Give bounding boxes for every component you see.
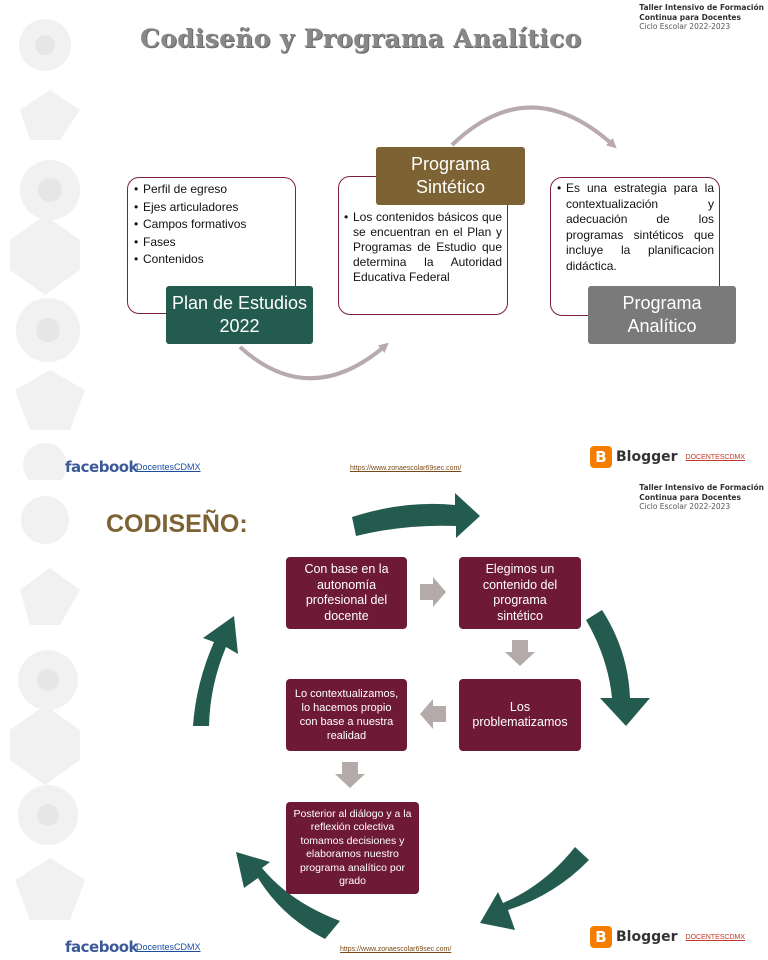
slide1-title: Codiseño y Programa Analítico (140, 24, 582, 53)
curved-arrow-icon (586, 610, 650, 726)
facebook-link[interactable]: DocentesCDMX (136, 942, 201, 952)
blogger-link[interactable]: DOCENTESCDMX (685, 933, 746, 941)
decorative-pattern-icon (10, 496, 85, 920)
list-item: Perfil de egreso (134, 181, 291, 199)
website-link[interactable]: https://www.zonaescolar69sec.com/ (340, 946, 452, 953)
website-link[interactable]: https://www.zonaescolar69sec.com/ (350, 465, 462, 472)
step-contextualizamos: Lo contextualizamos, lo hacemos propio c… (286, 679, 407, 751)
list-item: Ejes articuladores (134, 199, 291, 217)
plan-items-list: Perfil de egreso Ejes articuladores Camp… (134, 181, 291, 269)
facebook-logo-icon: facebook (65, 938, 139, 956)
block-arrow-icon (420, 699, 446, 729)
slide-codiseno-ciclo: Taller Intensivo de Formación Continua p… (0, 480, 768, 960)
step-problematizamos: Los problematizamos (459, 679, 581, 751)
event-badge: Taller Intensivo de Formación Continua p… (639, 3, 764, 32)
blogger-icon: B (590, 926, 612, 948)
list-item: Contenidos (134, 251, 291, 269)
list-item: Campos formativos (134, 216, 291, 234)
programa-analitico-label: Programa Analítico (588, 286, 736, 344)
facebook-logo-icon: facebook (65, 458, 139, 476)
blogger-link[interactable]: DOCENTESCDMX (685, 453, 746, 461)
decorative-pattern-icon (10, 19, 85, 480)
programa-sintetico-label: Programa Sintético (376, 147, 525, 205)
plan-estudios-label: Plan de Estudios 2022 (166, 286, 313, 344)
blogger-icon: B (590, 446, 612, 468)
badge-line-2: Continua para Docentes (639, 492, 741, 502)
curved-arrow-icon (352, 493, 480, 538)
step-programa-analitico: Posterior al diálogo y a la reflexión co… (286, 802, 419, 894)
sintetico-description: Los contenidos básicos que se encuentran… (344, 210, 502, 285)
blogger-brand: B Blogger DOCENTESCDMX (590, 926, 745, 948)
badge-line-1: Taller Intensivo de Formación (639, 483, 764, 492)
badge-line-3: Ciclo Escolar 2022-2023 (639, 22, 731, 31)
analitico-description: Es una estrategia para la contextualizac… (557, 181, 714, 274)
badge-line-3: Ciclo Escolar 2022-2023 (639, 502, 731, 511)
slide2-title: CODISEÑO: (106, 510, 248, 538)
curved-arrow-icon (450, 105, 617, 149)
curved-arrow-icon (480, 847, 589, 930)
badge-line-1: Taller Intensivo de Formación (639, 3, 764, 12)
curved-arrow-icon (193, 616, 238, 726)
event-badge: Taller Intensivo de Formación Continua p… (639, 483, 764, 512)
cycle-arrows (193, 493, 650, 939)
curved-arrow-icon (236, 852, 340, 939)
curved-arrow-icon (238, 342, 389, 381)
facebook-link[interactable]: DocentesCDMX (136, 462, 201, 472)
block-arrow-icon (335, 762, 365, 788)
slide-codiseno-programa-analitico: Taller Intensivo de Formación Continua p… (0, 0, 768, 480)
list-item: Fases (134, 234, 291, 252)
step-autonomia: Con base en la autonomía profesional del… (286, 557, 407, 629)
blogger-name: Blogger (616, 449, 678, 465)
blogger-name: Blogger (616, 929, 678, 945)
badge-line-2: Continua para Docentes (639, 12, 741, 22)
blogger-brand: B Blogger DOCENTESCDMX (590, 446, 745, 468)
flow-arrows (238, 105, 617, 381)
step-elegimos-contenido: Elegimos un contenido del programa sinté… (459, 557, 581, 629)
block-arrow-icon (420, 577, 446, 607)
block-arrow-icon (505, 640, 535, 666)
